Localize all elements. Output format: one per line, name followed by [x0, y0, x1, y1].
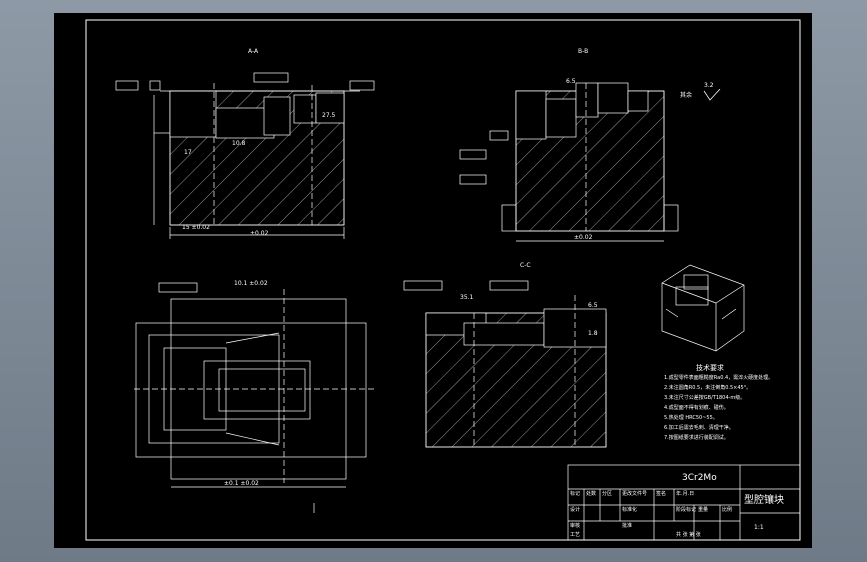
- dim-aa-right: 27.5: [322, 112, 336, 119]
- roughness-value: 3.2: [704, 82, 714, 89]
- dim-plan-top: 10.1 ±0.02: [234, 280, 268, 287]
- dim-cc-right: 6.5: [588, 302, 598, 309]
- approve-label: 批准: [622, 523, 633, 529]
- view-plan: [134, 282, 374, 513]
- roughness-icon: [703, 89, 721, 101]
- tb-header-cell: 处数: [586, 491, 597, 497]
- title-block: [567, 464, 801, 541]
- designer-label: 设计: [570, 507, 581, 513]
- requirement-item: 4.成型面不得有划痕、碰伤。: [664, 405, 729, 411]
- drawing-sheet: A-A B-B C-C 15 ±0.02 ±0.02 10.8 17 27.5 …: [54, 13, 812, 548]
- part-name-text: 型腔镶块: [744, 495, 784, 506]
- dim-aa-bottom-left: 15 ±0.02: [182, 224, 210, 231]
- material-text: 3Cr2Mo: [682, 473, 717, 483]
- view-bb: [459, 82, 679, 242]
- weight-label: 重量: [698, 507, 709, 513]
- stage-label: 阶段标记: [676, 507, 697, 513]
- requirement-item: 3.未注尺寸公差按GB/T1804-m级。: [664, 395, 746, 401]
- requirement-item: 7.按图纸要求进行装配调试。: [664, 435, 729, 441]
- dim-plan-bottom: ±0.1 ±0.02: [224, 480, 259, 487]
- tb-header-cell: 年.月.日: [676, 491, 695, 497]
- process-label: 工艺: [570, 532, 581, 538]
- dim-aa-depth: 10.8: [232, 140, 246, 147]
- dim-aa-bottom-mid: ±0.02: [250, 230, 269, 237]
- view-aa: [115, 72, 375, 239]
- roughness-label: 其余: [680, 92, 693, 99]
- standard-label: 标准化: [622, 507, 638, 513]
- requirement-item: 2.未注圆角R0.5，未注倒角0.5×45°。: [664, 385, 752, 391]
- drawing-canvas: [85, 19, 801, 541]
- drawing-no-text: 1:1: [754, 524, 764, 531]
- requirement-item: 5.热处理 HRC50~55。: [664, 415, 718, 421]
- tb-header-cell: 签名: [656, 491, 667, 497]
- view-cc: [403, 280, 607, 448]
- dim-aa-small: 17: [184, 149, 192, 156]
- view-label-bb: B-B: [578, 48, 589, 55]
- view-label-aa: A-A: [248, 48, 259, 55]
- requirement-item: 6.加工后需去毛刺、清理干净。: [664, 425, 734, 431]
- review-label: 审核: [570, 523, 581, 529]
- dim-bb-bottom: ±0.02: [574, 234, 593, 241]
- view-label-cc: C-C: [520, 262, 531, 269]
- tb-header-cell: 分区: [602, 491, 613, 497]
- isometric-view: [661, 264, 745, 352]
- tb-header-cell: 更改文件号: [622, 491, 648, 497]
- requirements-title: 技术要求: [696, 364, 724, 372]
- requirement-item: 1.成型零件表面粗糙度Ra0.4，需淬火硬度处理。: [664, 375, 774, 381]
- inner-border: [85, 19, 801, 541]
- tb-header-cell: 标记: [570, 491, 581, 497]
- dim-cc-top: 35.1: [460, 294, 474, 301]
- scale-label: 比例: [722, 507, 733, 513]
- sheet-count: 共 张 第 张: [676, 532, 701, 538]
- dim-cc-mid: 1.8: [588, 330, 598, 337]
- dim-bb-top: 6.5: [566, 78, 576, 85]
